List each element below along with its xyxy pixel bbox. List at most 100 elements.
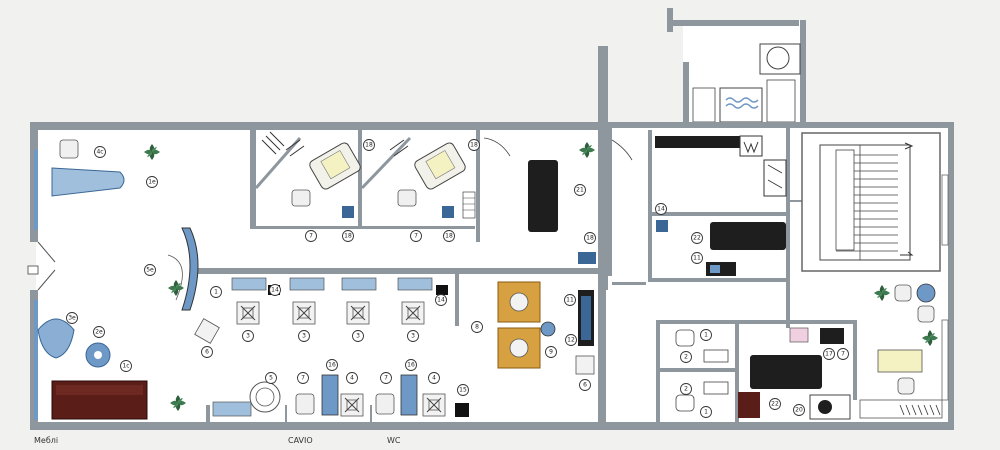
callout-marker: 3 [298, 330, 310, 342]
callout-marker: 11 [564, 294, 576, 306]
lounge [738, 283, 943, 420]
callout-marker: 7 [380, 372, 392, 384]
callout-number: 7 [309, 233, 313, 240]
callout-number: 17 [825, 351, 833, 358]
callout-marker: 3 [407, 330, 419, 342]
callout-marker: 2 [680, 383, 692, 395]
wash-stations [212, 374, 469, 417]
area-labels: Меблі CAVIO WC [34, 436, 401, 445]
wc-room [675, 329, 729, 412]
waiting-area [37, 318, 148, 420]
callout-number: 4c [96, 149, 103, 156]
callout-marker: 7 [837, 348, 849, 360]
callout-marker: 14 [655, 203, 667, 215]
callout-number: 2 [684, 354, 688, 361]
entrance [27, 241, 56, 291]
callout-marker: 3 [352, 330, 364, 342]
callout-marker: 18 [363, 139, 375, 151]
spa-rooms [611, 135, 787, 276]
callout-marker: 6 [579, 379, 591, 391]
callout-marker: 20 [793, 404, 805, 416]
beauty-room [483, 137, 596, 375]
callout-number: 18 [445, 233, 453, 240]
callout-number: 2e [95, 329, 103, 336]
callout-number: 3 [356, 333, 360, 340]
callout-marker: 16 [326, 359, 338, 371]
callout-marker: 4c [94, 146, 106, 158]
callout-marker: 1c [120, 360, 132, 372]
callout-number: 18 [344, 233, 352, 240]
outer-walls [30, 46, 954, 430]
callout-marker: 2e [93, 326, 105, 338]
callout-marker: 7 [410, 230, 422, 242]
callout-number: 9 [549, 349, 553, 356]
callout-number: 3 [302, 333, 306, 340]
callout-marker: 3 [242, 330, 254, 342]
callout-marker: 2 [680, 351, 692, 363]
callout-number: 21 [576, 187, 584, 194]
callout-marker: 7 [305, 230, 317, 242]
callout-marker: 5 [265, 372, 277, 384]
callout-marker: 18 [443, 230, 455, 242]
callout-number: 6 [583, 382, 587, 389]
callout-number: 7 [301, 375, 305, 382]
callout-marker: 18 [468, 139, 480, 151]
callout-number: 3e [68, 315, 76, 322]
callout-number: 4 [432, 375, 436, 382]
callout-number: 1c [122, 363, 129, 370]
callout-marker: 4 [428, 372, 440, 384]
label-furniture: Меблі [34, 436, 58, 445]
callout-number: 7 [841, 351, 845, 358]
callout-marker: 18 [342, 230, 354, 242]
callout-number: 18 [586, 235, 594, 242]
callout-marker: 3e [66, 312, 78, 324]
label-wc: WC [387, 436, 401, 445]
callout-number: 12 [567, 337, 575, 344]
callout-number: 18 [365, 142, 373, 149]
callout-number: 7 [414, 233, 418, 240]
callout-marker: 1 [210, 286, 222, 298]
callout-number: 1 [704, 409, 708, 416]
callout-marker: 16 [405, 359, 417, 371]
callout-number: 14 [657, 206, 665, 213]
treatment-rooms [261, 131, 476, 219]
callout-number: 1e [148, 179, 156, 186]
callout-marker: 1e [146, 176, 158, 188]
interior-walls [193, 130, 606, 425]
callout-number: 8 [475, 324, 479, 331]
styling-stations [194, 277, 448, 344]
callout-number: 11 [693, 255, 701, 262]
callout-number: 14 [271, 287, 279, 294]
callout-number: 11 [566, 297, 574, 304]
lift-block [667, 8, 806, 126]
callout-marker: 17 [823, 348, 835, 360]
callout-number: 5e [146, 267, 154, 274]
callout-number: 20 [795, 407, 803, 414]
callout-number: 15 [459, 387, 467, 394]
callout-number: 22 [693, 235, 701, 242]
callout-marker: 5e [144, 264, 156, 276]
callout-number: 5 [269, 375, 273, 382]
callout-marker: 6 [201, 346, 213, 358]
callout-number: 1 [214, 289, 218, 296]
callout-marker: 15 [457, 384, 469, 396]
callout-number: 7 [384, 375, 388, 382]
callout-number: 6 [205, 349, 209, 356]
callout-number: 16 [328, 362, 336, 369]
callout-marker: 22 [769, 398, 781, 410]
callout-marker: 1 [700, 406, 712, 418]
callout-marker: 1 [700, 329, 712, 341]
callout-number: 4 [350, 375, 354, 382]
callout-marker: 9 [545, 346, 557, 358]
callout-number: 18 [470, 142, 478, 149]
callout-marker: 12 [565, 334, 577, 346]
callout-marker: 14 [435, 294, 447, 306]
callout-marker: 11 [691, 252, 703, 264]
callout-number: 22 [771, 401, 779, 408]
callout-number: 3 [411, 333, 415, 340]
callout-number: 16 [407, 362, 415, 369]
callout-marker: 7 [297, 372, 309, 384]
callout-marker: 14 [269, 284, 281, 296]
callout-marker: 18 [584, 232, 596, 244]
